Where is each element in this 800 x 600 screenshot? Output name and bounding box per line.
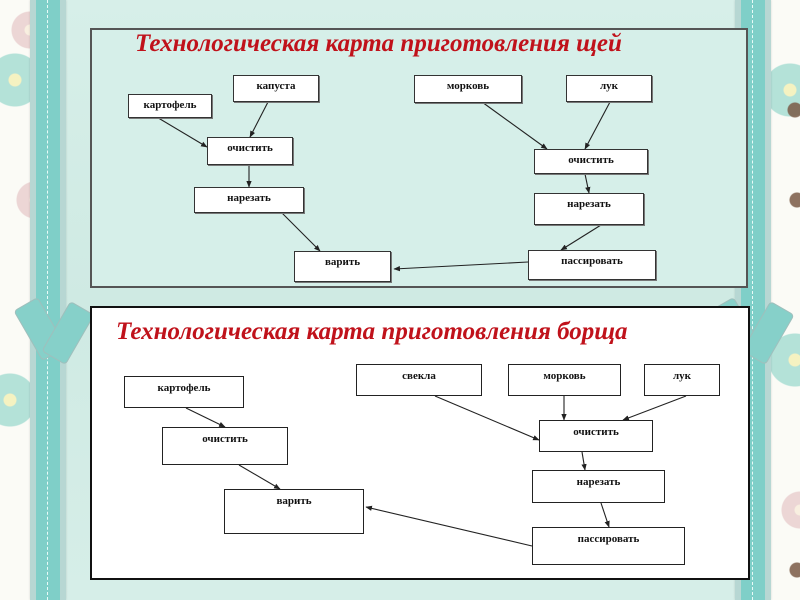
node-label: лук (672, 370, 691, 382)
node-label: нарезать (576, 476, 621, 488)
node-label: морковь (543, 370, 586, 382)
edge-svekla-to-ochistit_r (434, 395, 540, 441)
edge-passirovat-to-varit (393, 261, 529, 272)
node-label: нарезать (567, 198, 611, 210)
node-narezat_r: нарезать (532, 470, 665, 503)
diagram-title: Технологическая карта приготовления борщ… (116, 318, 628, 345)
node-luk: лук (566, 75, 652, 102)
node-ochistit_r: очистить (534, 149, 648, 174)
node-label: нарезать (227, 192, 271, 204)
node-label: картофель (143, 99, 197, 111)
node-label: очистить (202, 433, 248, 445)
flower-icon (787, 560, 800, 580)
node-luk: лук (644, 364, 720, 396)
edge-kapusta-to-ochistit_l (249, 101, 269, 138)
edge-kartofel-to-ochistit_l (185, 407, 226, 428)
node-ochistit_l: очистить (207, 137, 293, 165)
node-label: варить (324, 256, 361, 268)
edge-ochistit_l-to-varit (238, 464, 281, 490)
node-kartofel: картофель (128, 94, 212, 118)
edge-morkov-to-ochistit_r (481, 101, 548, 150)
node-morkov: морковь (414, 75, 522, 103)
node-label: очистить (568, 154, 614, 166)
flower-icon (787, 190, 800, 210)
node-label: картофель (157, 382, 211, 394)
edge-narezat_r-to-passirovat (600, 502, 610, 528)
diagram-panel-borshch: Технологическая карта приготовления борщ… (90, 306, 750, 580)
edge-ochistit_r-to-narezat_r (584, 173, 591, 194)
edge-passirovat-to-varit (365, 505, 533, 547)
edge-luk-to-ochistit_r (622, 395, 687, 421)
node-label: морковь (446, 80, 490, 92)
flower-icon (785, 100, 800, 120)
node-label: варить (276, 495, 312, 507)
node-kapusta: капуста (233, 75, 319, 102)
diagram-panel-shchi: Технологическая карта приготовления щей … (90, 28, 748, 288)
node-ochistit_l: очистить (162, 427, 288, 465)
node-svekla: свекла (356, 364, 482, 396)
edge-kartofel-to-ochistit_l (154, 115, 208, 148)
flower-icon (770, 480, 800, 540)
node-narezat_l: нарезать (194, 187, 304, 213)
node-label: лук (599, 80, 618, 92)
edge-narezat_r-to-passirovat (560, 224, 602, 251)
edge-narezat_l-to-varit (281, 212, 321, 252)
node-label: пассировать (577, 533, 640, 545)
node-label: капуста (256, 80, 296, 92)
node-morkov: морковь (508, 364, 621, 396)
node-varit: варить (294, 251, 391, 282)
edge-ochistit_r-to-narezat_r (581, 451, 587, 471)
node-narezat_r: нарезать (534, 193, 644, 225)
node-varit: варить (224, 489, 364, 534)
node-kartofel: картофель (124, 376, 244, 408)
node-passirovat: пассировать (528, 250, 656, 280)
node-ochistit_r: очистить (539, 420, 653, 452)
node-label: свекла (402, 370, 436, 382)
node-label: пассировать (561, 255, 623, 267)
diagram-title: Технологическая карта приготовления щей (135, 30, 622, 57)
node-passirovat: пассировать (532, 527, 685, 565)
edge-luk-to-ochistit_r (584, 101, 611, 150)
node-label: очистить (573, 426, 619, 438)
bow-left-icon (13, 296, 95, 366)
node-label: очистить (227, 142, 273, 154)
